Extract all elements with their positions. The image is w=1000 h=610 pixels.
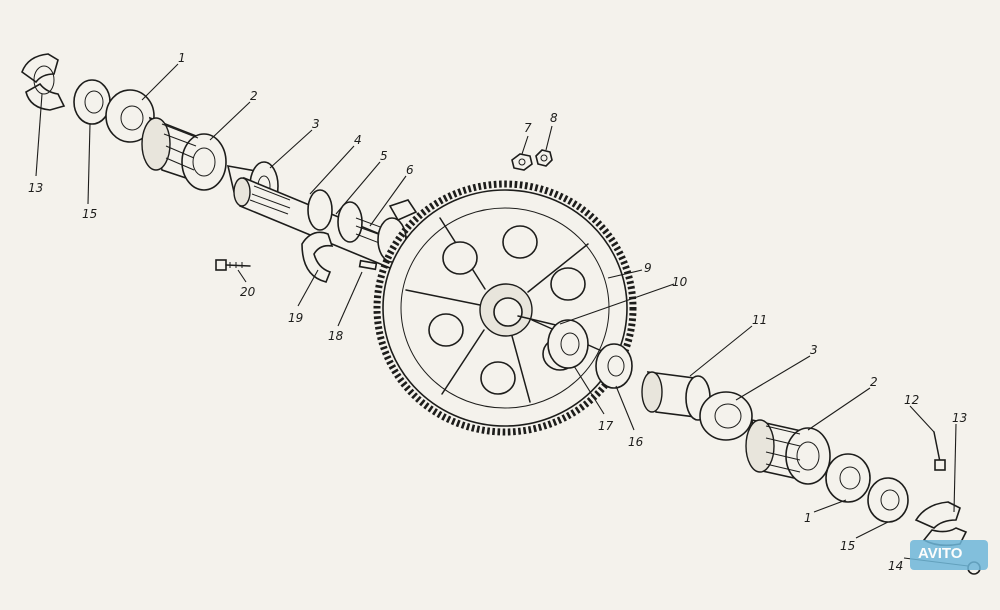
- splined-washer-16: [595, 343, 633, 389]
- callout-12: 12: [904, 393, 919, 407]
- washer-15-left: [73, 79, 111, 125]
- callout-19: 19: [288, 311, 303, 325]
- callout-1-right: 1: [804, 511, 812, 525]
- callout-14: 14: [888, 559, 903, 573]
- roller-bearing-2-left: [141, 116, 227, 191]
- callout-16: 16: [628, 435, 644, 449]
- bolt-20: [215, 259, 251, 271]
- washer-17: [547, 319, 589, 369]
- bolt-12: [933, 431, 946, 471]
- pin-18: [358, 259, 378, 271]
- callout-7: 7: [524, 121, 532, 135]
- callout-17: 17: [598, 419, 614, 433]
- split-collar-left: [21, 53, 66, 111]
- nut-7: [511, 153, 533, 171]
- leader-lines: [35, 63, 969, 567]
- callout-3-right: 3: [810, 343, 818, 357]
- roller-bearing-2-right: [745, 418, 831, 485]
- callout-15-left: 15: [82, 207, 97, 221]
- callout-13-left: 13: [28, 181, 43, 195]
- callout-9: 9: [644, 261, 652, 275]
- callout-15-right: 15: [840, 539, 855, 553]
- callout-11: 11: [752, 313, 767, 327]
- sleeve-3-right: [699, 391, 753, 441]
- half-collar-19: [301, 231, 334, 283]
- callout-5: 5: [380, 149, 388, 163]
- callout-20: 20: [240, 285, 256, 299]
- large-spur-gear-9: [373, 180, 637, 436]
- key-block: [388, 199, 418, 222]
- callout-3-left: 3: [312, 117, 320, 131]
- washer-15-right: [867, 477, 909, 523]
- bearing-ring-1-right: [825, 453, 871, 503]
- callout-8: 8: [550, 111, 558, 125]
- callout-4: 4: [354, 133, 362, 147]
- bearing-ring-1-left: [105, 89, 155, 143]
- callout-2-right: 2: [870, 375, 878, 389]
- callout-10: 10: [672, 275, 688, 289]
- watermark-text: AVITO: [918, 545, 963, 562]
- callout-13-right: 13: [952, 411, 967, 425]
- callout-2-left: 2: [250, 89, 258, 103]
- watermark-badge: AVITO: [910, 540, 988, 570]
- callout-6: 6: [406, 163, 414, 177]
- callout-18: 18: [328, 329, 344, 343]
- callout-labels: 1 2 3 4 5 6 7 8 9 10 11 3 2 12 13 1 15 1…: [28, 51, 967, 573]
- callout-1-left: 1: [178, 51, 186, 65]
- nut-8: [535, 149, 553, 167]
- split-collar-right: [914, 501, 968, 547]
